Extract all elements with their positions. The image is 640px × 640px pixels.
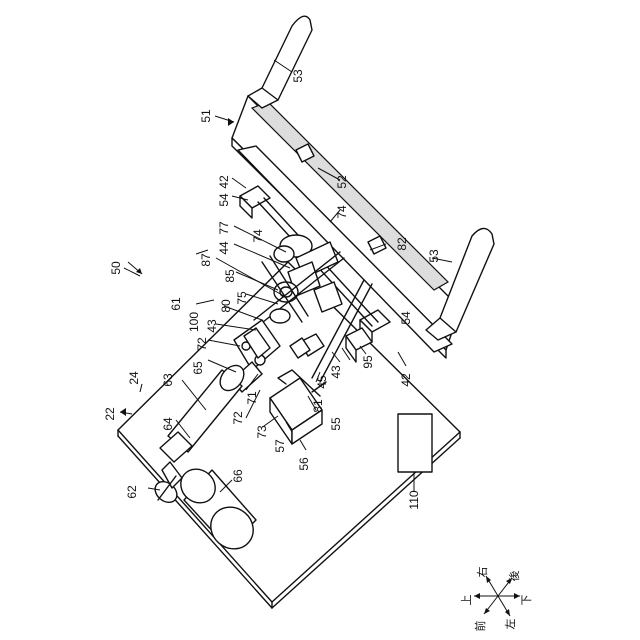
label-77: 77 — [217, 221, 231, 235]
label-74-top: 74 — [335, 205, 349, 219]
label-81: 81 — [311, 399, 325, 413]
compass-back: 後 — [507, 571, 521, 582]
label-52: 52 — [335, 175, 349, 189]
label-61: 61 — [169, 297, 183, 311]
label-95: 95 — [361, 355, 375, 369]
label-24: 24 — [127, 371, 141, 385]
label-53-right: 53 — [427, 249, 441, 263]
arrowhead-51 — [228, 118, 234, 126]
label-72-lower: 72 — [231, 411, 245, 425]
label-80: 80 — [219, 299, 233, 313]
label-110: 110 — [407, 490, 421, 509]
label-50: 50 — [109, 261, 123, 275]
arrowhead-22 — [120, 408, 126, 416]
label-53-top: 53 — [291, 69, 305, 83]
label-43-right: 43 — [329, 365, 343, 379]
controller-box — [398, 414, 432, 472]
compass-right: 右 — [475, 567, 489, 578]
label-42-top: 42 — [217, 175, 231, 189]
label-43-left: 43 — [205, 319, 219, 333]
label-74-mid: 74 — [251, 229, 265, 243]
label-71: 71 — [245, 391, 259, 405]
compass-down: 下 — [520, 595, 533, 606]
label-87: 87 — [199, 253, 213, 267]
label-66: 66 — [231, 469, 245, 483]
arrowhead-50 — [136, 268, 142, 274]
label-51: 51 — [199, 109, 213, 123]
label-54-top: 54 — [217, 193, 231, 207]
compass-front: 前 — [473, 621, 487, 632]
compass-left: 左 — [504, 619, 517, 630]
label-57: 57 — [273, 439, 287, 453]
label-75: 75 — [235, 291, 249, 305]
label-44: 44 — [217, 241, 231, 255]
label-72-upper: 72 — [195, 337, 209, 351]
label-100: 100 — [187, 312, 201, 332]
label-55: 55 — [329, 417, 343, 431]
label-56: 56 — [297, 457, 311, 471]
label-62: 62 — [125, 485, 139, 499]
label-63: 63 — [161, 373, 175, 387]
label-73: 73 — [255, 425, 269, 439]
direction-compass: 上 下 右 後 前 左 — [460, 567, 533, 632]
label-85: 85 — [223, 269, 237, 283]
label-42-right: 42 — [399, 373, 413, 387]
label-22: 22 — [103, 407, 117, 421]
label-54-right: 54 — [399, 311, 413, 325]
label-65: 65 — [191, 361, 205, 375]
label-82: 82 — [395, 237, 409, 251]
compass-up: 上 — [460, 595, 473, 606]
label-64: 64 — [161, 417, 175, 431]
label-45: 45 — [315, 375, 329, 389]
